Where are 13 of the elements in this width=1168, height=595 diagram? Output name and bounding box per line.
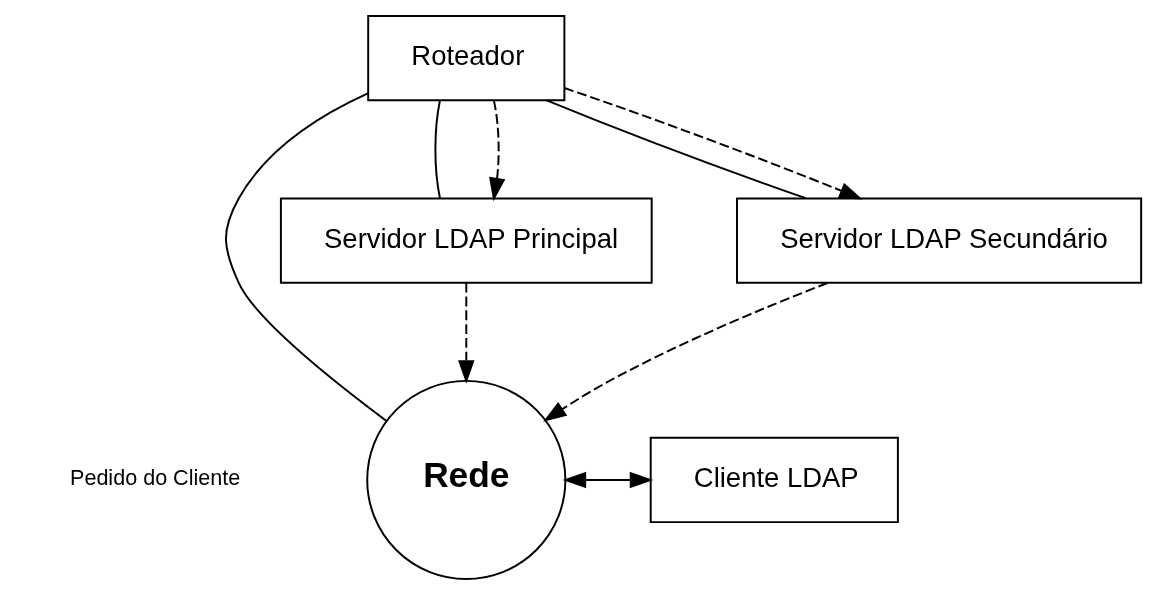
connector xyxy=(225,92,388,422)
arrow xyxy=(458,282,475,384)
label: Pedido do Cliente xyxy=(70,465,241,491)
connector xyxy=(545,99,807,200)
arrow xyxy=(562,471,654,489)
arrow xyxy=(489,99,506,202)
arrow xyxy=(543,282,829,422)
node-box: Roteador xyxy=(367,15,566,102)
connector xyxy=(434,99,441,200)
arrow xyxy=(563,87,863,200)
node-box: Servidor LDAP Principal xyxy=(279,197,653,284)
node-box: Servidor LDAP Secundário xyxy=(736,197,1143,284)
node-box: Cliente LDAP xyxy=(649,436,899,524)
